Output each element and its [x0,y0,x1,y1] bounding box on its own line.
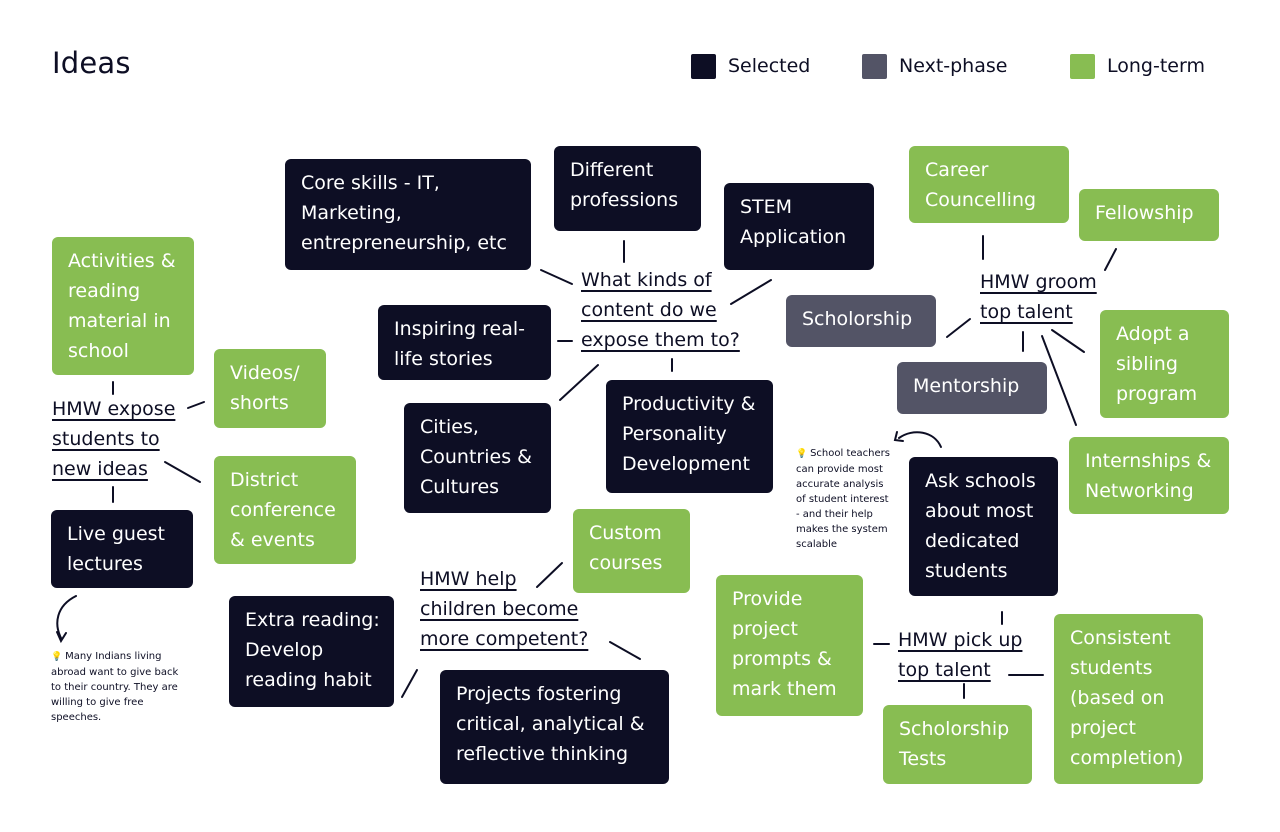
card-scholorship-tests: Scholorship Tests [883,705,1032,784]
note-text: School teachers can provide most accurat… [796,448,890,550]
note-indians-abroad: 💡 Many Indians living abroad want to giv… [51,649,178,725]
note-school-teachers: 💡 School teachers can provide most accur… [796,446,890,552]
card-internships-networking: Internships & Networking [1069,437,1229,514]
card-cities-countries-cultures: Cities, Countries & Cultures [404,403,551,513]
legend-next-phase: Next-phase [862,53,1008,79]
question-content-types: What kinds of content do we expose them … [581,269,740,351]
card-fellowship: Fellowship [1079,189,1219,241]
card-ask-schools: Ask schools about most dedicated student… [909,457,1058,596]
legend-selected: Selected [691,53,811,79]
card-district-conference: District conference & events [214,456,356,564]
legend-swatch-long-term [1070,53,1095,79]
card-project-prompts: Provide project prompts & mark them [716,575,863,716]
legend-label: Next-phase [899,55,1008,77]
card-career-councelling: Career Councelling [909,146,1069,223]
card-activities-reading-material: Activities & reading material in school [52,237,194,375]
lightbulb-icon: 💡 [51,652,66,662]
card-projects-fostering-thinking: Projects fostering critical, analytical … [440,670,669,784]
lightbulb-icon: 💡 [796,449,811,459]
card-core-skills: Core skills - IT, Marketing, entrepreneu… [285,159,531,270]
card-videos-shorts: Videos/ shorts [214,349,326,428]
card-consistent-students: Consistent students (based on project co… [1054,614,1203,784]
card-different-professions: Different professions [554,146,701,231]
card-stem-application: STEM Application [724,183,874,270]
question-pick-up-talent: HMW pick up top talent [898,629,1023,681]
card-mentorship: Mentorship [897,362,1047,414]
note-text: Many Indians living abroad want to give … [51,651,179,723]
card-custom-courses: Custom courses [573,509,690,593]
card-live-guest-lectures: Live guest lectures [51,510,193,588]
legend-label: Long-term [1107,55,1205,77]
card-productivity-personality: Productivity & Personality Development [606,380,773,493]
card-inspiring-stories: Inspiring real- life stories [378,305,551,380]
question-more-competent: HMW help children become more competent? [420,568,589,650]
legend-label: Selected [728,55,811,77]
card-extra-reading: Extra reading: Develop reading habit [229,596,394,707]
card-adopt-sibling: Adopt a sibling program [1100,310,1229,418]
legend-long-term: Long-term [1070,53,1205,79]
page-title: Ideas [52,46,131,80]
legend-swatch-selected [691,53,716,79]
question-groom-talent: HMW groom top talent [980,271,1097,323]
question-expose-new-ideas: HMW expose students to new ideas [52,398,176,480]
legend-swatch-next-phase [862,53,887,79]
card-scholorship: Scholorship [786,295,936,347]
